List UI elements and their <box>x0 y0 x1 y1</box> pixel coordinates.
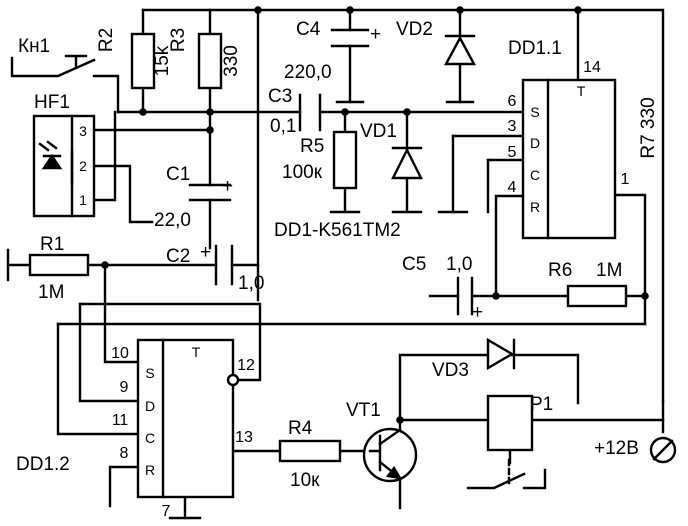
r5-ref: R5 <box>300 136 324 157</box>
dd11-pin-c: 5 <box>508 144 517 161</box>
dd11-input-r: R <box>530 199 540 215</box>
dd12-pin-r: 8 <box>120 445 129 462</box>
dd11-ref: DD1.1 <box>508 38 562 59</box>
dd12-input-c: C <box>145 430 155 446</box>
r1-value: 1M <box>38 282 64 303</box>
diode-vd1: VD1 <box>360 121 423 180</box>
r4-ref: R4 <box>288 418 313 439</box>
dd12-input-r: R <box>145 462 155 478</box>
diode-vd2: VD2 <box>396 19 477 66</box>
capacitor-c2: C2 + 1,0 <box>166 242 264 294</box>
c3-value: 0,1 <box>270 116 296 137</box>
dd12-pin-s: 10 <box>111 345 129 362</box>
dd11-pin-q: 1 <box>621 171 630 188</box>
resistor-r2: R2 15k <box>96 28 173 90</box>
dd12-ref: DD1.2 <box>16 454 70 475</box>
dd12-title: T <box>192 344 201 360</box>
flipflop-dd1-1: S D C R T DD1.1 6 3 5 4 14 1 <box>508 38 630 240</box>
dd12-input-d: D <box>145 398 155 414</box>
r2-ref: R2 <box>96 28 117 52</box>
resistor-r7: R7 330 <box>638 97 659 158</box>
r5-value: 100к <box>282 162 323 183</box>
c3-ref: C3 <box>268 86 292 107</box>
capacitor-c3: C3 0,1 <box>268 86 322 137</box>
resistor-r5: R5 100к <box>282 130 358 190</box>
vt1-ref: VT1 <box>346 400 381 421</box>
capacitor-c5: C5 1,0 + <box>402 254 483 323</box>
dd11-pin-s: 6 <box>508 93 517 110</box>
c1-ref: C1 <box>166 164 190 185</box>
r6-value: 1M <box>596 260 622 281</box>
c4-plus: + <box>370 24 381 45</box>
c5-value: 1,0 <box>446 254 472 275</box>
hf1-pin2: 2 <box>79 158 87 174</box>
c1-value: 22,0 <box>154 210 191 231</box>
ic-label: DD1-K561TM2 <box>274 220 401 241</box>
c5-ref: C5 <box>402 254 426 275</box>
resistor-r6: R6 1M <box>548 260 628 308</box>
c1-plus: + <box>222 176 233 197</box>
c4-value: 220,0 <box>284 62 332 83</box>
vd2-ref: VD2 <box>396 19 433 40</box>
transistor-vt1: VT1 <box>346 400 418 483</box>
c2-plus: + <box>200 242 211 263</box>
button-kn1: Кн1 <box>18 36 88 68</box>
p1-ref: P1 <box>530 394 553 415</box>
c2-ref: C2 <box>166 246 190 267</box>
emitter-hf1: HF1 3 2 1 <box>32 92 96 218</box>
r3-value: 330 <box>221 45 242 77</box>
resistor-r3: R3 330 <box>168 28 242 90</box>
dd12-pin-qn: 12 <box>237 357 255 374</box>
hf1-pin3: 3 <box>79 123 87 139</box>
r2-value: 15k <box>152 45 173 76</box>
c5-plus: + <box>472 302 483 323</box>
r6-ref: R6 <box>548 260 572 281</box>
dd11-input-c: C <box>530 167 540 183</box>
r3-ref: R3 <box>168 28 189 52</box>
vd3-ref: VD3 <box>432 360 469 381</box>
hf1-pin1: 1 <box>79 192 87 208</box>
capacitor-c1: C1 22,0 + <box>154 164 233 231</box>
c2-value: 1,0 <box>238 273 264 294</box>
dd12-pin-d: 9 <box>120 379 129 396</box>
supply-label: +12B <box>594 438 639 459</box>
vd1-ref: VD1 <box>360 121 397 142</box>
diode-vd3: VD3 <box>432 337 516 381</box>
resistor-r4: R4 10к <box>278 418 342 491</box>
r7-label: R7 330 <box>638 97 659 158</box>
resistor-r1: R1 1M <box>28 234 90 303</box>
flipflop-dd1-2: S D C R T DD1.2 10 9 11 8 12 13 7 <box>16 338 255 520</box>
dd12-pin-bottom: 7 <box>162 503 171 520</box>
r4-value: 10к <box>290 470 320 491</box>
dd12-input-s: S <box>145 365 154 381</box>
kn1-ref: Кн1 <box>18 36 50 57</box>
dd11-pin-top: 14 <box>583 59 601 76</box>
r1-ref: R1 <box>40 234 64 255</box>
dd11-pin-r: 4 <box>508 179 517 196</box>
dd11-input-d: D <box>530 135 540 151</box>
relay-p1: P1 <box>486 394 553 452</box>
dd11-input-s: S <box>530 104 539 120</box>
supply-terminal: +12B <box>594 436 677 464</box>
dd12-pin-c: 11 <box>112 412 129 429</box>
dd11-title: T <box>577 83 586 99</box>
dd11-pin-d: 3 <box>508 118 517 135</box>
capacitor-c4: C4 220,0 + <box>284 19 381 83</box>
hf1-ref: HF1 <box>34 92 70 113</box>
c4-ref: C4 <box>296 19 321 40</box>
dd12-pin-q: 13 <box>235 429 253 446</box>
